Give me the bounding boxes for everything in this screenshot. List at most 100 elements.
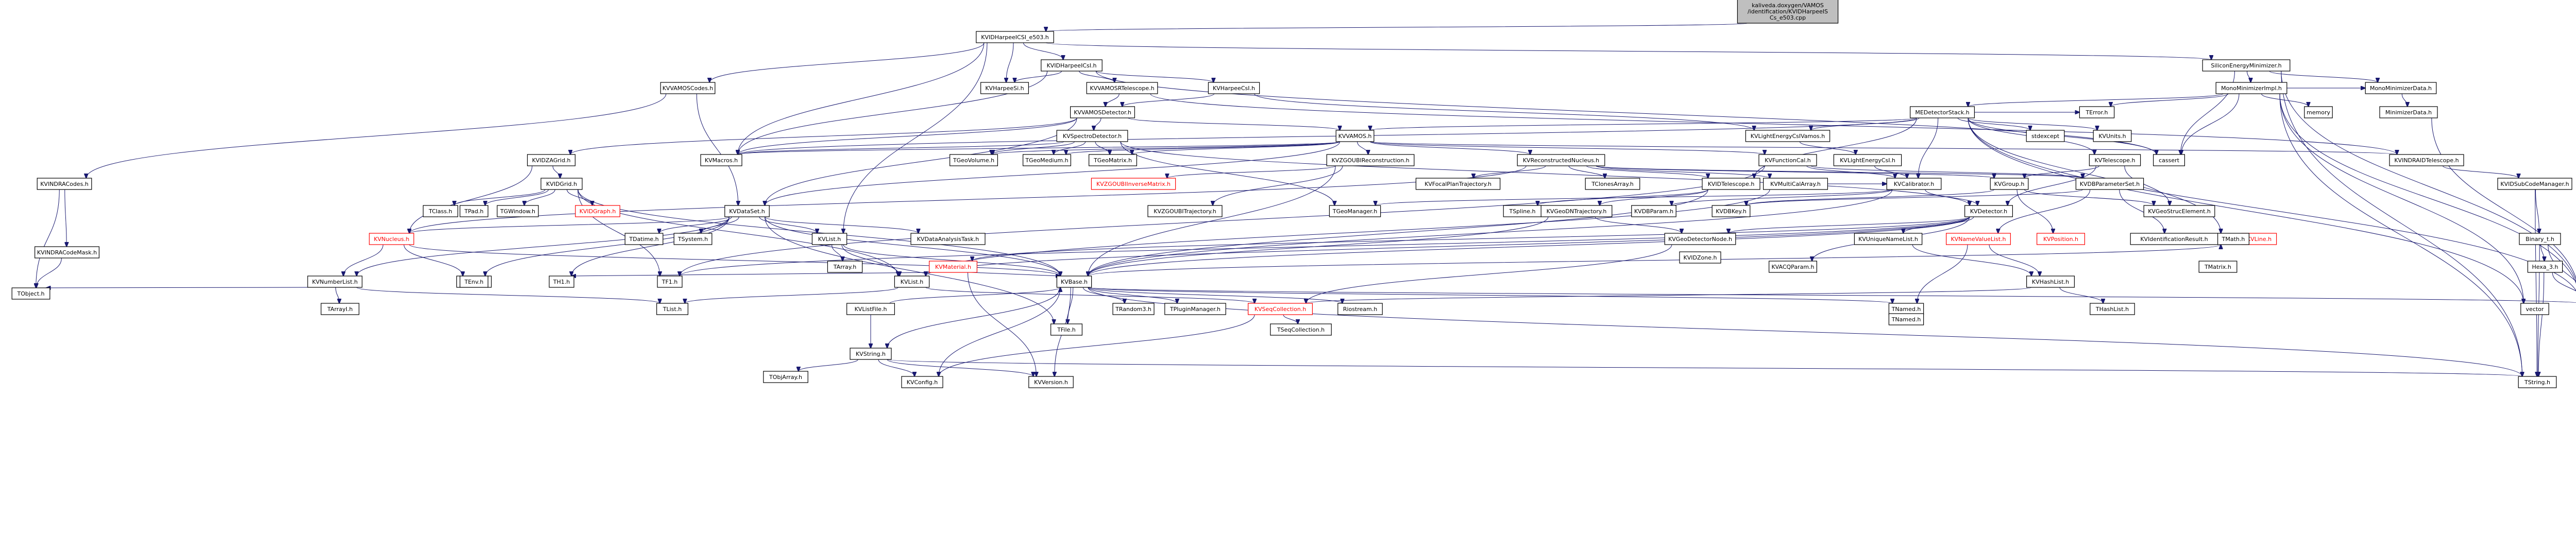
node-idhisc_h[interactable]: KVIDHarpeeICsI.h [1041, 59, 1103, 72]
node-kvzone[interactable]: KVIDZone.h [1679, 251, 1721, 264]
node-numberlist[interactable]: KVNumberList.h [307, 275, 363, 288]
node-zoubi_traj[interactable]: KVZGOUBITrajectory.h [1147, 205, 1223, 217]
node-dbkey_h[interactable]: KVDBKey.h [1711, 205, 1751, 217]
node-spectro_h[interactable]: KVSpectroDetector.h [1056, 130, 1128, 142]
node-tgeovol[interactable]: TGeoVolume.h [949, 154, 998, 166]
node-tgeomatrix[interactable]: TGeoMatrix.h [1089, 154, 1138, 166]
node-sicorr_h[interactable]: SiliconEnergyMinimizer.h [2202, 59, 2291, 72]
node-material_h[interactable]: KVMaterial.h [928, 261, 977, 273]
node-vamosrefr_h[interactable]: KVVAMOSRTelescope.h [1086, 82, 1158, 94]
node-root[interactable]: kaliveda.doxygen/VAMOS/identification/KV… [1737, 0, 1839, 24]
node-minimdata_h[interactable]: MonoMinimizerData.h [2365, 82, 2437, 94]
node-tgeomed[interactable]: TGeoMedium.h [1022, 154, 1071, 166]
node-idsubcode[interactable]: KVIDSubCodeManager.h [2497, 178, 2572, 190]
node-dbparam_h[interactable]: KVDBParameterSet.h [2075, 178, 2144, 190]
node-memory[interactable]: memory [2304, 106, 2333, 118]
node-vamoscodes_h[interactable]: KVVAMOSCodes.h [660, 82, 716, 94]
node-idgrid_h[interactable]: KVIDGrid.h [540, 178, 583, 190]
node-dbparam2_h[interactable]: KVDBParam.h [1631, 205, 1676, 217]
node-minimdata2_h[interactable]: MinimizerData.h [2379, 106, 2438, 118]
node-reconnuc_h[interactable]: KVReconstructedNucleus.h [1517, 154, 1605, 166]
node-minim_impl_h[interactable]: MonoMinimizerImpl.h [2215, 82, 2287, 94]
node-indraces_h[interactable]: KVINDRACodes.h [37, 178, 92, 190]
node-idhisc_e503h[interactable]: KVIDHarpeeICSI_e503.h [976, 31, 1054, 43]
node-tdatime[interactable]: TDatime.h [624, 233, 664, 245]
node-tmath[interactable]: TMath.h [2217, 233, 2250, 245]
node-tgeomanager[interactable]: TGeoManager.h [1329, 205, 1381, 217]
node-binary3[interactable]: Binary_t.h [2519, 233, 2561, 245]
node-vamos_h[interactable]: KVVAMOS.h [1335, 130, 1375, 142]
node-idresult[interactable]: KVIdentificationResult.h [2130, 233, 2218, 245]
node-kvlist2[interactable]: KVList.h [894, 275, 930, 288]
node-hexa3[interactable]: Hexa_3.h [2527, 261, 2563, 273]
node-tarrayi[interactable]: TArrayI.h [320, 303, 360, 315]
node-position_h[interactable]: KVPosition.h [2037, 233, 2086, 245]
node-tpad_h[interactable]: TPad.h [460, 205, 488, 217]
node-hashlist[interactable]: KVHashList.h [2026, 275, 2075, 288]
node-tfile[interactable]: TFile.h [1050, 323, 1082, 336]
node-kvstring[interactable]: KVString.h [850, 348, 892, 360]
node-calibrator_h[interactable]: KVCalibrator.h [1886, 178, 1942, 190]
node-tpluginmgr[interactable]: TPluginManager.h [1164, 303, 1226, 315]
node-tglist[interactable]: TNamed.h [1888, 313, 1924, 325]
node-multicalarray[interactable]: KVMultiCalArray.h [1763, 178, 1828, 190]
node-nucleus_h[interactable]: KVNucleus.h [369, 233, 414, 245]
node-tmatrix[interactable]: TMatrix.h [2198, 261, 2238, 273]
node-tlist_h[interactable]: TList.h [656, 303, 688, 315]
node-tarray[interactable]: TArray.h [827, 261, 863, 273]
node-tsplit_h[interactable]: TSpline.h [1503, 205, 1542, 217]
node-geodetnode[interactable]: KVGeoDetectorNode.h [1664, 233, 1736, 245]
node-detector_h[interactable]: KVDetector.h [1964, 205, 2013, 217]
node-terror_h[interactable]: TError.h [2079, 106, 2115, 118]
node-geodnatraj[interactable]: KVGeoDNTrajectory.h [1540, 205, 1613, 217]
node-tclonesarray[interactable]: TClonesArray.h [1585, 178, 1640, 190]
node-harpeecsi_h[interactable]: KVHarpeeCsI.h [1208, 82, 1260, 94]
node-seqcoll[interactable]: KVSeqCollection.h [1248, 303, 1313, 315]
node-dataanalysis[interactable]: KVDataAnalysisTask.h [910, 233, 986, 245]
node-medet_h[interactable]: MEDetectorStack.h [1910, 106, 1975, 118]
node-tvector[interactable]: TH1.h [549, 275, 574, 288]
node-tnamed[interactable]: TNamed.h [1888, 303, 1924, 315]
node-tseqcoll[interactable]: TSeqCollection.h [1270, 323, 1332, 336]
node-tf1_h[interactable]: TF1.h [657, 275, 683, 288]
node-kvunits_h[interactable]: KVUnits.h [2093, 130, 2132, 142]
node-kvline_h[interactable]: KVLine.h [2241, 233, 2277, 245]
node-kvconfig[interactable]: KVConfig.h [901, 376, 943, 388]
node-harpeesi_h[interactable]: KVHarpeeSi.h [980, 82, 1029, 94]
node-tsystem[interactable]: TSystem.h [673, 233, 713, 245]
node-cassert[interactable]: cassert [2153, 154, 2185, 166]
node-group_h[interactable]: KVGroup.h [1990, 178, 2029, 190]
node-thashlist[interactable]: THashList.h [2090, 303, 2135, 315]
node-indracodemask_h[interactable]: KVINDRACodeMask.h [34, 246, 100, 259]
node-tgwindow_h[interactable]: TGWindow.h [497, 205, 539, 217]
node-idtelescope[interactable]: KVIDTelescope.h [1702, 178, 1760, 190]
node-functioncal_h[interactable]: KVFunctionCal.h [1758, 154, 1817, 166]
node-tclass_h[interactable]: TClass.h [422, 205, 459, 217]
node-vamosdet_h[interactable]: KVVAMOSDetector.h [1070, 106, 1136, 118]
node-zoubi_inv_h[interactable]: KVZGOUBIInverseMatrix.h [1091, 178, 1176, 190]
node-facenuc_traj[interactable]: KVFocalPlanTrajectory.h [1415, 178, 1501, 190]
node-lightenergy_h[interactable]: KVLightEnergyCsIVamos.h [1745, 130, 1831, 142]
node-trandom3[interactable]: TRandom3.h [1112, 303, 1155, 315]
node-indraidtel_h[interactable]: KVINDRAIDTelescope.h [2389, 154, 2464, 166]
node-kvbase[interactable]: KVBase.h [1056, 275, 1092, 288]
node-geostrucelt[interactable]: KVGeoStrucElement.h [2143, 205, 2215, 217]
node-uniqueparam[interactable]: KVUniqueNameList.h [1854, 233, 1923, 245]
node-vector[interactable]: vector [2520, 303, 2549, 315]
node-zoubi_recon[interactable]: KVZGOUBIReconstruction.h [1326, 154, 1415, 166]
node-stdexcept[interactable]: stdexcept [2026, 130, 2065, 142]
node-idzagrid_h[interactable]: KVIDZAGrid.h [527, 154, 575, 166]
node-lightcsi_h[interactable]: KVLightEnergyCsI.h [1833, 154, 1902, 166]
node-acqparam[interactable]: KVACQParam.h [1769, 261, 1818, 273]
node-dataset_h[interactable]: KVDataSet.h [724, 205, 770, 217]
node-telescope_h[interactable]: KVTelescope.h [2089, 154, 2141, 166]
node-idgraph_h[interactable]: KVIDGraph.h [575, 205, 620, 217]
node-tobject_h[interactable]: TObject.h [11, 287, 50, 300]
node-rootiostream[interactable]: Riostream.h [1337, 303, 1383, 315]
node-kvlist_h[interactable]: KVList.h [811, 233, 848, 245]
node-kvmacros[interactable]: KVMacros.h [700, 154, 742, 166]
node-tstring[interactable]: TString.h [2518, 376, 2557, 388]
node-kvversion[interactable]: KVVersion.h [1028, 376, 1074, 388]
node-tobjarray[interactable]: TObjArray.h [763, 371, 808, 383]
node-tlistitr[interactable]: KVListFile.h [846, 303, 895, 315]
